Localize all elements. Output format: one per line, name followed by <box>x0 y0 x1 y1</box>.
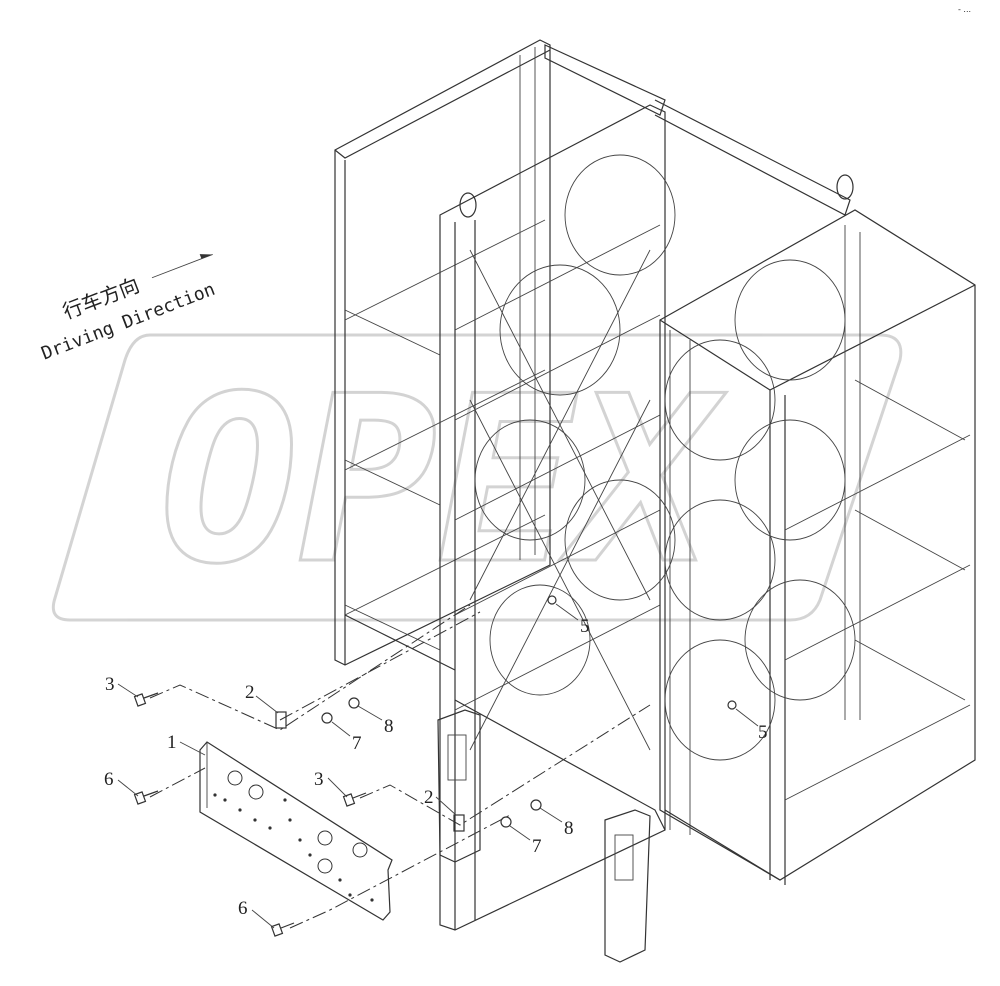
bolt-6a <box>133 790 159 805</box>
callout-7a: 7 <box>352 733 362 754</box>
battery-clamp-rings <box>474 154 856 761</box>
bracket-2a <box>275 711 287 729</box>
lifting-eye-left <box>459 192 477 218</box>
bolt-5a <box>547 595 557 605</box>
nut-8b <box>530 799 542 811</box>
callout-5a: 5 <box>580 616 590 637</box>
bolt-3a <box>133 692 159 707</box>
support-leg-right <box>604 809 651 963</box>
callout-6b: 6 <box>238 898 248 919</box>
bolt-3b <box>342 792 367 807</box>
watermark-text: OPEX <box>160 348 726 615</box>
bracket-2b <box>453 814 465 832</box>
callout-3a: 3 <box>105 674 115 695</box>
washer-7a <box>321 712 333 724</box>
nut-8a <box>348 697 360 709</box>
callout-8a: 8 <box>384 716 394 737</box>
mounting-plate <box>199 741 393 921</box>
callout-5b: 5 <box>758 722 768 743</box>
callout-6a: 6 <box>104 769 114 790</box>
callout-7b: 7 <box>532 836 542 857</box>
direction-arrow-head-icon <box>199 254 213 259</box>
callout-2b: 2 <box>424 787 434 808</box>
corner-mark: - ... <box>958 5 971 14</box>
support-leg-left <box>437 709 481 863</box>
battery-rack-frame <box>334 39 976 963</box>
lifting-eye-right <box>836 174 854 200</box>
leader-lines <box>117 603 759 929</box>
driving-direction-label: 行车方向 Driving Direction <box>38 254 218 364</box>
callout-2a: 2 <box>245 682 255 703</box>
bolt-5b <box>727 700 737 710</box>
callout-3b: 3 <box>314 769 324 790</box>
callout-1: 1 <box>167 732 177 753</box>
assembly-lines <box>149 604 651 929</box>
callout-8b: 8 <box>564 818 574 839</box>
bolt-6b <box>270 922 295 937</box>
washer-7b <box>500 816 512 828</box>
